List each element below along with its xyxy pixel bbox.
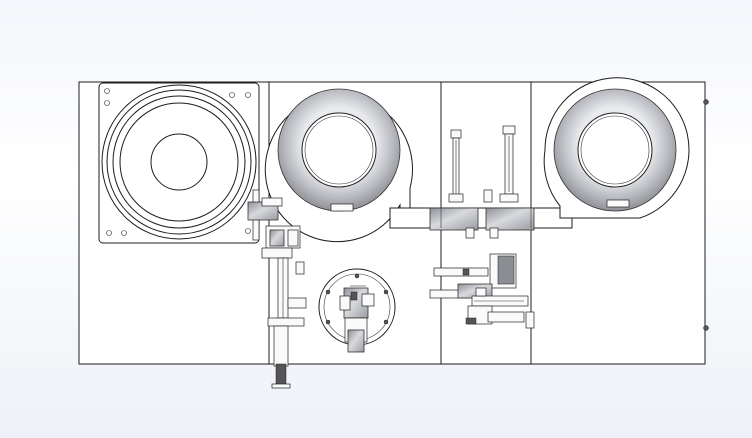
pick-and-place-unit [429, 253, 535, 329]
vibratory-bowl-feeder-right [543, 77, 690, 219]
square-fan-housing [98, 82, 260, 244]
bowl-icon [277, 88, 401, 212]
fan-icon [101, 84, 257, 240]
bowl-icon [553, 88, 677, 212]
linear-actuator-pair [448, 125, 519, 203]
vertical-slide-assembly [247, 189, 307, 389]
feeder-track [389, 207, 573, 239]
rotary-indexer [318, 268, 396, 353]
vibratory-bowl-feeder-left [264, 88, 413, 243]
